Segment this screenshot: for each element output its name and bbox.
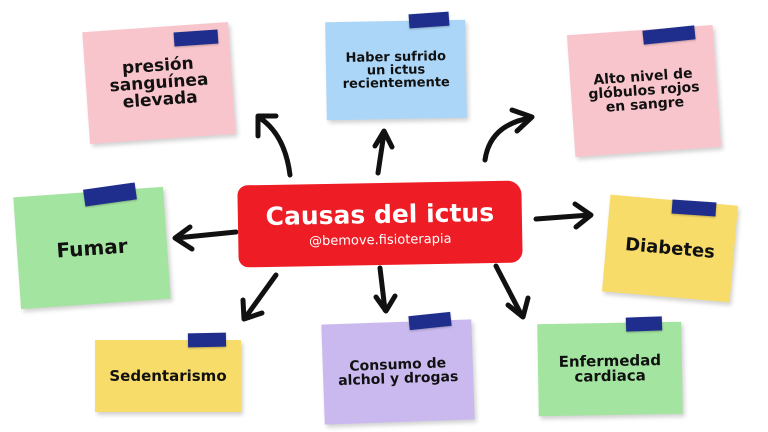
arrow-to-enfermedad <box>493 263 525 319</box>
note-consumo: Consumo de alchol y drogas <box>321 319 475 425</box>
note-sedentarismo: Sedentarismo <box>95 340 241 412</box>
arrow-head-presion <box>255 113 279 139</box>
tape-enfermedad <box>625 316 663 332</box>
central-title: Causas del ictus <box>265 198 495 231</box>
arrow-head-sedentarismo <box>240 297 265 322</box>
note-diabetes-text: Diabetes <box>624 233 716 263</box>
note-ictus-reciente: Haber sufrido un ictus recientemente <box>325 19 467 121</box>
tape-sedentarismo <box>187 332 227 348</box>
note-fumar-text: Fumar <box>55 233 129 263</box>
note-presion-text: presión sanguínea elevada <box>108 53 209 113</box>
tape-ictus-reciente <box>408 11 450 29</box>
note-globulos: Alto nivel de glóbulos rojos en sangre <box>566 25 722 157</box>
note-globulos-text: Alto nivel de glóbulos rojos en sangre <box>587 65 701 116</box>
central-topic: Causas del ictus @bemove.fisioterapia <box>237 180 523 268</box>
author-handle: @bemove.fisioterapia <box>308 231 452 250</box>
arrow-head-enfermedad <box>505 295 531 320</box>
note-consumo-text: Consumo de alchol y drogas <box>337 355 459 390</box>
note-ictus-reciente-text: Haber sufrido un ictus recientemente <box>342 48 450 92</box>
note-enfermedad: Enfermedad cardiaca <box>537 321 683 417</box>
arrow-head-diabetes <box>572 201 594 230</box>
arrow-to-sedentarismo <box>242 272 279 321</box>
arrow-head-consumo <box>373 293 398 314</box>
arrow-head-fumar <box>172 224 195 252</box>
arrow-head-ictus-reciente <box>372 128 395 150</box>
arrow-head-globulos <box>509 107 535 134</box>
arrow-to-consumo <box>377 265 388 313</box>
note-sedentarismo-text: Sedentarismo <box>109 366 227 385</box>
arrow-to-fumar <box>173 229 239 241</box>
arrow-to-globulos <box>482 115 533 163</box>
arrow-to-diabetes <box>533 212 593 222</box>
note-enfermedad-text: Enfermedad cardiaca <box>558 351 662 386</box>
arrow-to-ictus-reciente <box>375 130 387 176</box>
tape-diabetes <box>671 199 717 217</box>
arrow-to-presion <box>257 115 293 178</box>
note-diabetes: Diabetes <box>602 194 738 303</box>
